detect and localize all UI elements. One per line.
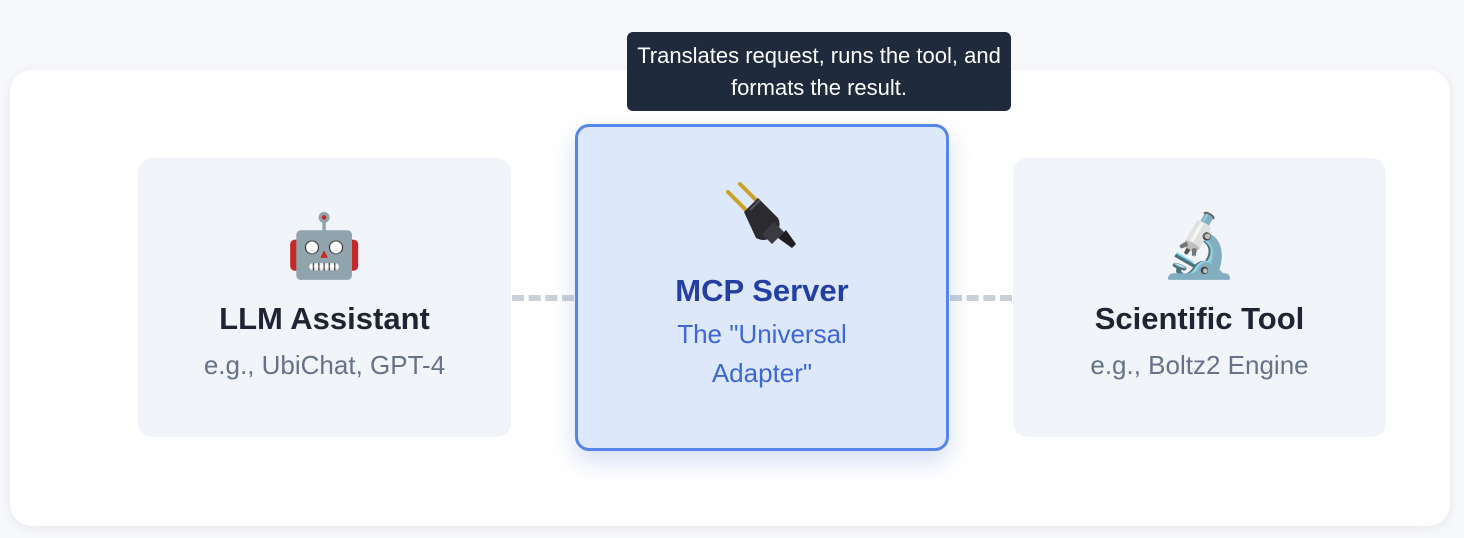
mcp-server-subtitle: The "Universal Adapter" [677,319,847,389]
mcp-server-title: MCP Server [675,272,849,308]
scientific-tool-card[interactable]: 🔬 Scientific Tool e.g., Boltz2 Engine [1013,158,1386,437]
scientific-tool-title: Scientific Tool [1094,301,1305,337]
connector-mcp-tool [950,295,1012,301]
llm-assistant-subtitle: e.g., UbiChat, GPT-4 [203,349,446,380]
scientific-tool-subtitle: e.g., Boltz2 Engine [1090,349,1309,380]
robot-icon: 🤖 [285,209,364,283]
llm-assistant-title: LLM Assistant [219,301,430,337]
mcp-server-card[interactable]: MCP Server The "Universal Adapter" [575,124,949,451]
mcp-server-tooltip: Translates request, runs the tool, and f… [627,32,1011,111]
connector-llm-mcp [512,295,574,301]
electric-plug-icon [722,181,802,254]
microscope-icon: 🔬 [1160,209,1239,283]
llm-assistant-card[interactable]: 🤖 LLM Assistant e.g., UbiChat, GPT-4 [138,158,511,437]
